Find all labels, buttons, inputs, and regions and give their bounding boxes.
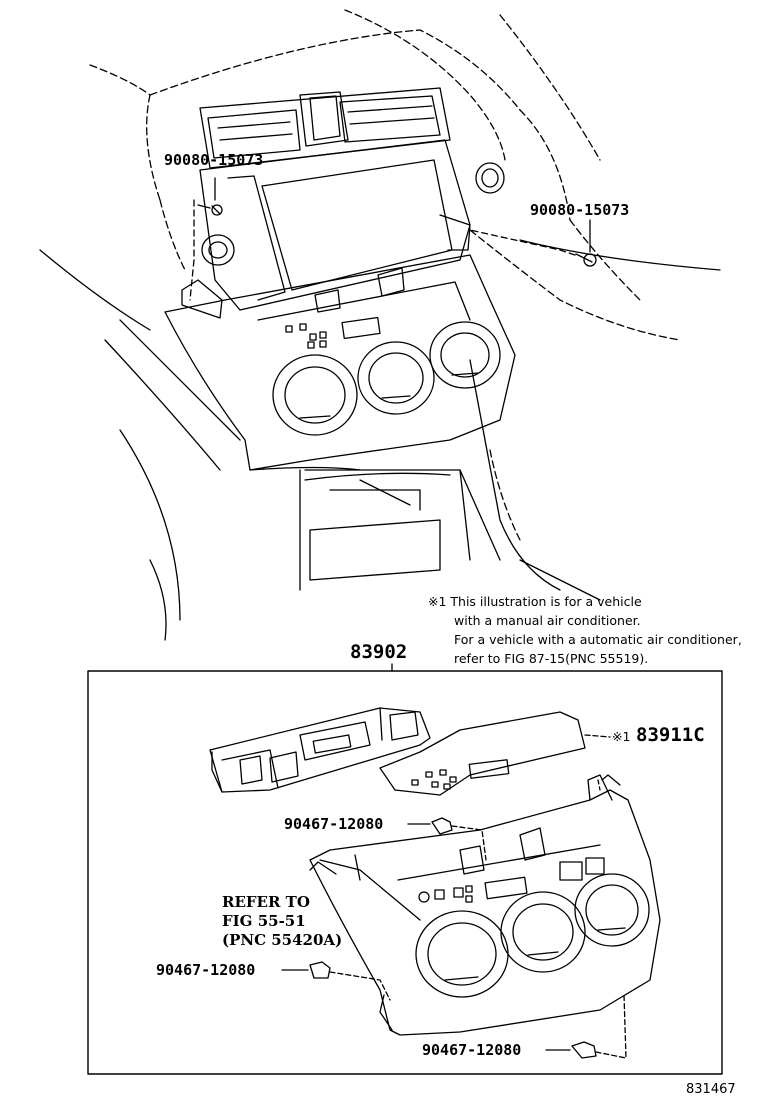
ac-control-cluster xyxy=(164,214,516,471)
display-frame xyxy=(199,139,505,311)
parts-box xyxy=(87,670,723,1075)
air-vent-frame xyxy=(199,87,451,169)
part-number-assembly: 83902 xyxy=(350,641,408,663)
dashboard-outline xyxy=(39,9,721,641)
finish-panel xyxy=(379,711,611,796)
part-number-panel: 83911C xyxy=(636,724,705,746)
note-line-3: For a vehicle with a automatic air condi… xyxy=(454,632,742,647)
refer-line-1: REFER TO xyxy=(222,893,310,911)
clip-left xyxy=(281,961,391,1001)
ac-switch-unit xyxy=(209,707,431,793)
part-number-screw-top-right: 90080-15073 xyxy=(530,201,630,219)
screw-top-left xyxy=(189,177,223,301)
refer-line-2: FIG 55-51 xyxy=(222,912,306,930)
part-number-screw-top-left: 90080-15073 xyxy=(164,151,264,169)
panel-mark: ※1 xyxy=(612,729,631,744)
note-line-2: with a manual air conditioner. xyxy=(454,613,641,628)
part-number-clip-upper: 90467-12080 xyxy=(284,815,384,833)
part-number-clip-bottom: 90467-12080 xyxy=(422,1041,522,1059)
clip-bottom xyxy=(545,994,627,1059)
part-number-clip-left: 90467-12080 xyxy=(156,961,256,979)
note-line-4: refer to FIG 87-15(PNC 55519). xyxy=(454,651,649,666)
figure-number: 831467 xyxy=(686,1082,736,1097)
clip-upper xyxy=(407,817,487,861)
center-bezel xyxy=(309,774,661,1036)
screw-top-right xyxy=(469,219,597,267)
note-line-1: ※1 This illustration is for a vehicle xyxy=(428,594,642,609)
panel-leader xyxy=(597,779,601,791)
refer-line-3: (PNC 55420A) xyxy=(222,931,343,949)
